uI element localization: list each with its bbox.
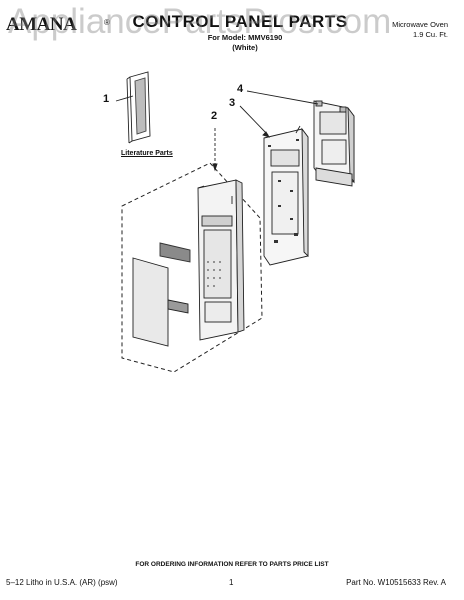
litho-line: 5–12 Litho in U.S.A. (AR) (psw) bbox=[6, 578, 118, 587]
membrane-overlay bbox=[132, 257, 169, 347]
product-line-1: Microwave Oven bbox=[392, 20, 448, 29]
model-info: For Model: MMV6190 (White) bbox=[150, 33, 340, 53]
assembly-dashed-outline bbox=[121, 162, 263, 373]
callout-3: 3 bbox=[229, 97, 236, 109]
color-line: (White) bbox=[232, 43, 258, 52]
product-info: Microwave Oven 1.9 Cu. Ft. bbox=[392, 20, 448, 40]
leader-4 bbox=[246, 90, 319, 105]
registered-mark: ® bbox=[104, 18, 110, 27]
page-number: 1 bbox=[229, 578, 234, 587]
control-bracket bbox=[313, 100, 355, 187]
literature-parts-label: Literature Parts bbox=[121, 150, 173, 157]
watermark: AppliancePartsPros.com bbox=[8, 2, 392, 41]
part-number: Part No. W10515633 Rev. A bbox=[346, 578, 446, 587]
page-title: CONTROL PANEL PARTS bbox=[132, 12, 348, 31]
control-panel-front bbox=[197, 179, 245, 341]
leader-3 bbox=[239, 105, 269, 136]
product-line-2: 1.9 Cu. Ft. bbox=[412, 30, 448, 39]
callout-4: 4 bbox=[237, 83, 244, 95]
callout-2: 2 bbox=[211, 110, 218, 122]
membrane-tail bbox=[167, 299, 189, 314]
control-panel-frame bbox=[263, 125, 309, 266]
model-line: For Model: MMV6190 bbox=[207, 33, 283, 42]
callout-1: 1 bbox=[103, 93, 110, 105]
display-lens bbox=[159, 242, 191, 263]
brand-logo: AMANA bbox=[6, 14, 77, 35]
ordering-note: FOR ORDERING INFORMATION REFER TO PARTS … bbox=[135, 561, 329, 568]
literature-booklet bbox=[126, 71, 151, 144]
leader-1 bbox=[115, 95, 134, 102]
